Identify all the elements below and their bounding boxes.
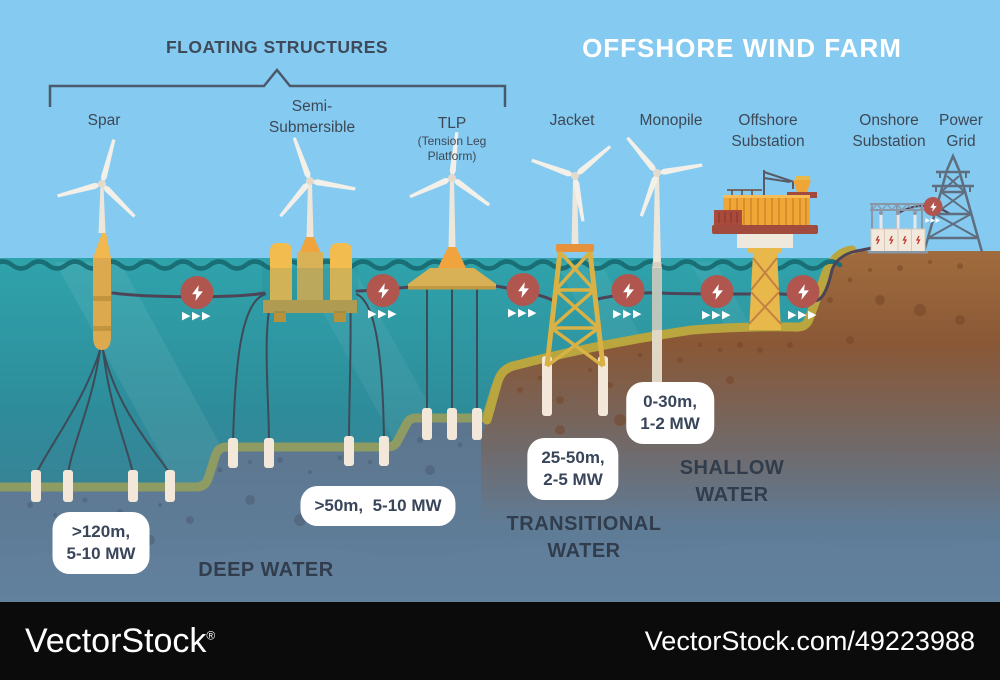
offshore-substation	[712, 170, 818, 330]
label-tlp-sub: (Tension Leg Platform)	[417, 134, 487, 163]
lightning-bolt-icon	[180, 276, 214, 309]
label-power-grid: Power Grid	[939, 112, 983, 150]
flow-arrows-icon: ▶▶▶	[788, 308, 818, 321]
semi-submersible-turbine	[255, 123, 358, 322]
energy-flow-badge: ▶▶▶	[180, 276, 214, 322]
lightning-bolt-icon	[700, 275, 734, 308]
flow-arrows-icon: ▶▶▶	[702, 308, 732, 321]
lightning-bolt-icon	[923, 197, 943, 216]
lightning-bolt-icon	[611, 274, 645, 307]
watermark-brand: VectorStock®	[25, 621, 216, 660]
depth-pill-transitional: 25-50m, 2-5 MW	[527, 438, 619, 500]
tlp-turbine	[408, 127, 498, 290]
flow-arrows-icon: ▶▶▶	[182, 309, 212, 322]
lightning-bolt-icon	[786, 275, 820, 308]
page-title: OFFSHORE WIND FARM	[582, 33, 902, 63]
watermark-bar: VectorStock® VectorStock.com/49223988	[0, 602, 1000, 680]
floating-structures-bracket	[48, 68, 507, 107]
label-monopile: Monopile	[639, 112, 703, 129]
label-semi-submersible: Semi- Submersible	[268, 98, 356, 136]
crane-icon	[763, 170, 798, 195]
scene-illustration	[0, 68, 1000, 602]
flow-arrows-icon: ▶▶▶	[925, 217, 941, 224]
zone-shallow-water: SHALLOW WATER	[679, 457, 785, 506]
spar-turbine	[55, 128, 154, 350]
label-tlp-name: TLP	[437, 115, 467, 132]
mooring-lines	[35, 288, 478, 475]
flow-arrows-icon: ▶▶▶	[508, 306, 538, 319]
registered-mark: ®	[206, 628, 216, 643]
transformer-boxes	[870, 228, 926, 253]
lightning-bolt-icon	[366, 274, 400, 307]
energy-flow-badge: ▶▶▶	[506, 273, 540, 319]
onshore-substation	[868, 203, 928, 254]
depth-pill-semi-tlp: >50m, 5-10 MW	[300, 486, 456, 526]
energy-flow-badge: ▶▶▶	[700, 275, 734, 321]
energy-flow-badge: ▶▶▶	[611, 274, 645, 320]
energy-flow-badge: ▶▶▶	[786, 275, 820, 321]
lightning-bolt-icon	[506, 273, 540, 306]
depth-pill-spar: >120m, 5-10 MW	[52, 512, 150, 574]
zone-transitional-water: TRANSITIONAL WATER	[506, 513, 662, 562]
label-spar: Spar	[87, 112, 121, 129]
energy-flow-badge-small: ▶▶▶	[923, 197, 943, 224]
label-offshore-substation: Offshore Substation	[731, 112, 805, 150]
label-onshore-substation: Onshore Substation	[852, 112, 926, 150]
monopile-turbine	[595, 111, 706, 406]
insulators	[879, 211, 917, 229]
label-tlp: TLP (Tension Leg Platform)	[418, 92, 487, 184]
water-surface-line	[0, 259, 843, 271]
label-jacket: Jacket	[549, 112, 595, 129]
floating-structures-title: FLOATING STRUCTURES	[165, 37, 389, 57]
watermark-url: VectorStock.com/49223988	[644, 625, 975, 656]
depth-pill-shallow: 0-30m, 1-2 MW	[626, 382, 714, 444]
flow-arrows-icon: ▶▶▶	[613, 307, 643, 320]
flow-arrows-icon: ▶▶▶	[368, 307, 398, 320]
zone-deep-water: DEEP WATER	[198, 559, 334, 581]
anchor-piles	[31, 408, 482, 502]
energy-flow-badge: ▶▶▶	[366, 274, 400, 320]
jacket-turbine	[529, 143, 624, 416]
